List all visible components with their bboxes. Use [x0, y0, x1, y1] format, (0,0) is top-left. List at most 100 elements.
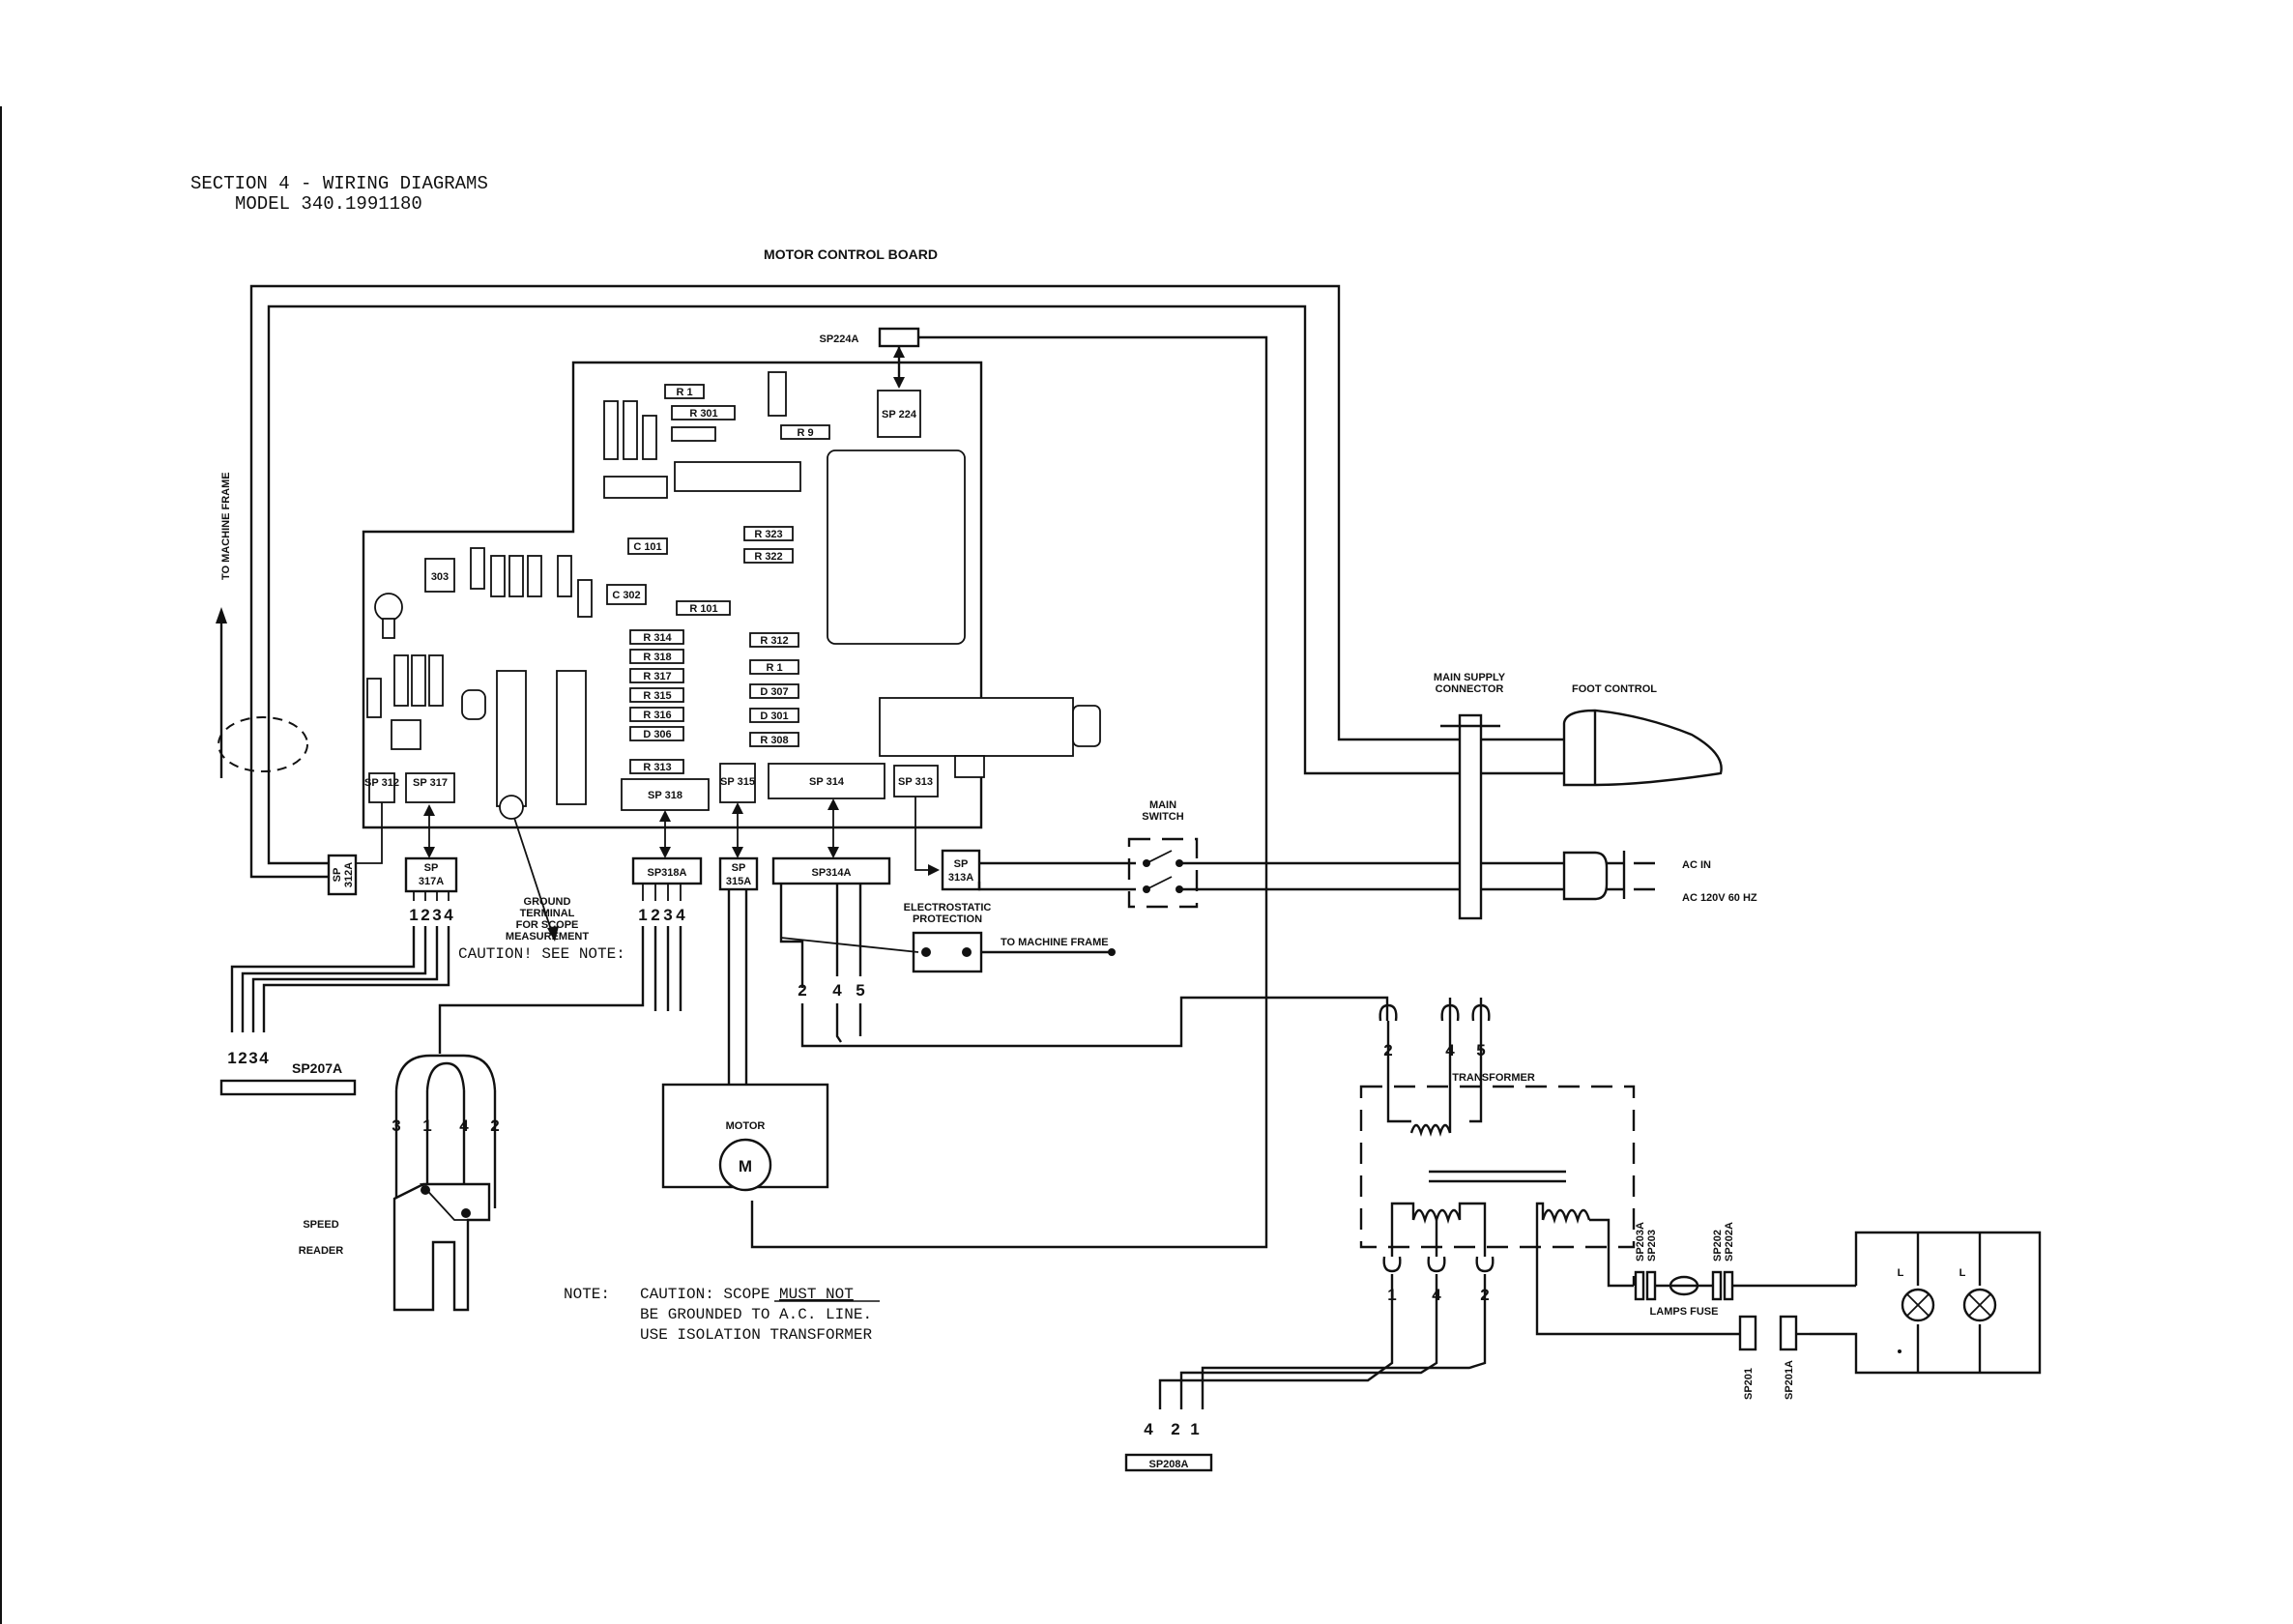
lamps-fuse: LAMPS FUSE SP203A SP203 SP202 SP202A	[1632, 1222, 1856, 1318]
electrostatic-protection: ELECTROSTATIC PROTECTION TO MACHINE FRAM…	[780, 902, 1116, 973]
page-header: SECTION 4 - WIRING DIAGRAMS MODEL 340.19…	[190, 174, 488, 215]
svg-text:SPEED: SPEED	[303, 1219, 338, 1231]
svg-text:L: L	[1959, 1267, 1966, 1279]
svg-text:CONNECTOR: CONNECTOR	[1436, 683, 1504, 695]
svg-text:2: 2	[798, 981, 806, 1000]
svg-text:R 308: R 308	[760, 735, 788, 746]
svg-text:MAIN SUPPLY: MAIN SUPPLY	[1434, 672, 1506, 683]
svg-text:SP202A: SP202A	[1724, 1222, 1735, 1262]
svg-text:TO MACHINE FRAME: TO MACHINE FRAME	[220, 472, 232, 580]
svg-text:NOTE:: NOTE:	[564, 1286, 610, 1303]
svg-text:1: 1	[422, 1116, 431, 1135]
svg-text:R 323: R 323	[754, 529, 782, 540]
harness-sp318a-speed-reader: 3 1 4 2	[392, 926, 682, 1208]
svg-text:R 317: R 317	[643, 671, 671, 682]
svg-text:READER: READER	[299, 1245, 344, 1257]
svg-text:2: 2	[1171, 1420, 1179, 1438]
svg-text:SP: SP	[954, 858, 969, 870]
svg-text:D 307: D 307	[760, 686, 788, 698]
svg-text:SP: SP	[424, 862, 439, 874]
motor: MOTOR M	[661, 889, 829, 1192]
harness-sp317a-sp207a: 1 2 3 4 SP207A	[219, 926, 450, 1096]
pin-labels: 1 2 3 4 1 2 3 4	[409, 884, 685, 924]
svg-text:SP201A: SP201A	[1784, 1360, 1795, 1400]
svg-text:TRANSFORMER: TRANSFORMER	[1452, 1072, 1535, 1084]
svg-text:4: 4	[1144, 1420, 1153, 1438]
svg-text:SP 317: SP 317	[413, 777, 448, 789]
svg-text:L: L	[1898, 1267, 1904, 1279]
svg-text:5: 5	[1476, 1041, 1485, 1059]
svg-text:R 1: R 1	[676, 387, 692, 398]
sp312a-connector: SP 312A	[327, 854, 358, 896]
svg-text:3: 3	[663, 906, 672, 924]
model-number: MODEL 340.1991180	[235, 193, 422, 215]
svg-text:2: 2	[421, 906, 429, 924]
svg-text:FOOT CONTROL: FOOT CONTROL	[1572, 683, 1657, 695]
svg-text:SP: SP	[332, 868, 343, 883]
svg-text:R 314: R 314	[643, 632, 672, 644]
sp313a-connector: SP 313A	[941, 849, 981, 891]
speed-reader: SPEED READER	[299, 1182, 491, 1312]
svg-text:R 301: R 301	[689, 408, 717, 420]
lamps: L L	[1810, 1231, 2042, 1375]
svg-text:SP318A: SP318A	[648, 867, 687, 879]
svg-text:R 316: R 316	[643, 710, 671, 721]
svg-text:3: 3	[392, 1116, 400, 1135]
svg-text:SP 318: SP 318	[648, 790, 682, 801]
section-title: SECTION 4 - WIRING DIAGRAMS	[190, 173, 488, 194]
board-components: R 1 R 301 R 9 C 101 R 323 R 322 303 C 30…	[366, 371, 1101, 820]
svg-text:1: 1	[409, 906, 418, 924]
svg-text:BE GROUNDED TO A.C. LINE.: BE GROUNDED TO A.C. LINE.	[640, 1306, 872, 1323]
svg-text:PROTECTION: PROTECTION	[913, 914, 982, 925]
svg-text:USE ISOLATION TRANSFORMER: USE ISOLATION TRANSFORMER	[640, 1326, 872, 1344]
svg-text:SP201: SP201	[1743, 1368, 1755, 1400]
svg-text:1: 1	[638, 906, 647, 924]
transformer: TRANSFORMER 2 4 5 1 4 2	[1158, 1003, 1740, 1392]
foot-control: FOOT CONTROL	[1562, 683, 1723, 787]
main-supply-connector: MAIN SUPPLY CONNECTOR	[1434, 672, 1564, 920]
svg-text:313A: 313A	[948, 872, 973, 884]
to-machine-frame-left: TO MACHINE FRAME	[216, 472, 308, 778]
svg-text:SP 312: SP 312	[364, 777, 399, 789]
svg-text:LAMPS FUSE: LAMPS FUSE	[1650, 1306, 1719, 1318]
svg-text:MAIN: MAIN	[1149, 799, 1176, 811]
main-switch: MAIN SWITCH	[977, 799, 1564, 909]
sp315a-connector: SP 315A	[718, 856, 759, 891]
sp318a-connector: SP318A	[631, 856, 703, 885]
caution-see-note: CAUTION! SEE NOTE:	[458, 945, 625, 963]
svg-text:R 322: R 322	[754, 551, 782, 563]
outer-wires	[249, 284, 1460, 1249]
svg-text:SP 313: SP 313	[898, 776, 933, 788]
sp224a-connector: SP224A SP 224	[820, 327, 921, 438]
svg-text:C 101: C 101	[633, 541, 661, 553]
sp314a-connector: SP314A	[771, 856, 891, 885]
svg-text:315A: 315A	[726, 876, 751, 887]
svg-text:TERMINAL: TERMINAL	[520, 908, 575, 919]
svg-text:R 1: R 1	[766, 662, 782, 674]
svg-text:AC IN: AC IN	[1682, 859, 1711, 871]
svg-text:4: 4	[832, 981, 842, 1000]
svg-text:R 315: R 315	[643, 690, 671, 702]
svg-text:SP 315: SP 315	[720, 776, 755, 788]
svg-text:4: 4	[1445, 1041, 1455, 1059]
svg-text:4: 4	[676, 906, 685, 924]
svg-text:CAUTION: SCOPE MUST NOT: CAUTION: SCOPE MUST NOT	[640, 1286, 854, 1303]
svg-text:GROUND: GROUND	[524, 896, 571, 908]
svg-text:SWITCH: SWITCH	[1142, 811, 1183, 823]
svg-text:D 306: D 306	[643, 729, 671, 740]
svg-text:SP208A: SP208A	[1149, 1459, 1189, 1470]
svg-text:SP202: SP202	[1712, 1230, 1724, 1262]
svg-text:5: 5	[856, 981, 864, 1000]
sp207a-label: SP207A	[292, 1060, 342, 1076]
svg-text:4: 4	[444, 906, 453, 924]
svg-text:AC 120V 60 HZ: AC 120V 60 HZ	[1682, 892, 1757, 904]
svg-text:M: M	[739, 1157, 752, 1175]
svg-text:MEASUREMENT: MEASUREMENT	[506, 931, 589, 942]
ac-plug: AC IN AC 120V 60 HZ	[1562, 851, 1757, 904]
svg-text:4: 4	[259, 1049, 269, 1067]
svg-text:ELECTROSTATIC: ELECTROSTATIC	[904, 902, 992, 914]
sp317a-connector: SP 317A	[404, 856, 458, 893]
svg-text:317A: 317A	[419, 876, 444, 887]
svg-text:R 9: R 9	[797, 427, 813, 439]
external-connectors: SP 312A SP 317A SP318A SP 315A SP314A SP…	[327, 849, 981, 896]
